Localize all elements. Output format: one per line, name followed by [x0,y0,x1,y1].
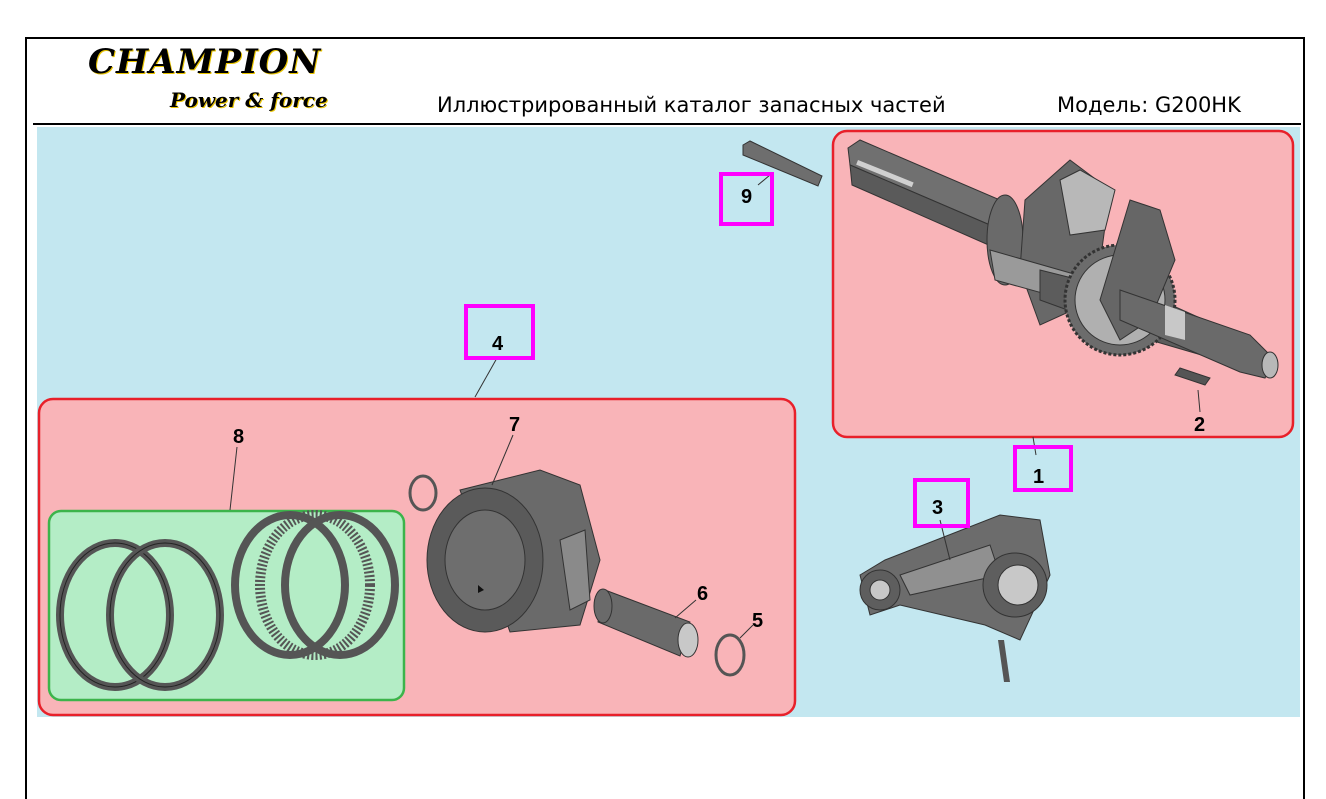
callout-5[interactable]: 5 [752,610,763,632]
brand-name: CHAMPION [88,42,322,82]
callout-9[interactable]: 9 [741,186,752,208]
highlight-box-4 [464,304,535,360]
callout-8[interactable]: 8 [233,426,244,448]
callout-2[interactable]: 2 [1194,414,1205,436]
woodruff-key-drawing[interactable] [742,140,823,187]
crankshaft-drawing[interactable] [847,139,1279,386]
piston-pin-drawing[interactable] [593,588,699,658]
brand-tagline: Power & force [170,88,328,112]
header-divider [33,123,1301,125]
champion-logo: CHAMPION Power & force [88,42,328,112]
piston-drawing[interactable] [426,469,601,633]
callout-3[interactable]: 3 [932,497,943,519]
highlight-box-3 [913,478,970,528]
piston-clip-drawing[interactable] [408,474,438,512]
callout-1[interactable]: 1 [1033,466,1044,488]
page-frame [25,37,1305,799]
connecting-rod-drawing[interactable] [859,514,1051,682]
catalog-title: Иллюстрированный каталог запасных частей [437,93,946,117]
callout-4[interactable]: 4 [492,333,504,355]
piston-rings-drawing[interactable] [56,510,399,691]
piston-rings-group-box[interactable] [47,509,406,702]
circlip-drawing[interactable] [714,633,746,677]
callout-7[interactable]: 7 [509,414,520,436]
model-label: Модель: G200HK [1057,93,1241,117]
highlight-box-1 [1013,445,1073,492]
highlight-box-9 [719,172,774,226]
parts-diagram: 2 9 1 3 4 8 [37,127,1300,717]
callout-6[interactable]: 6 [697,583,708,605]
